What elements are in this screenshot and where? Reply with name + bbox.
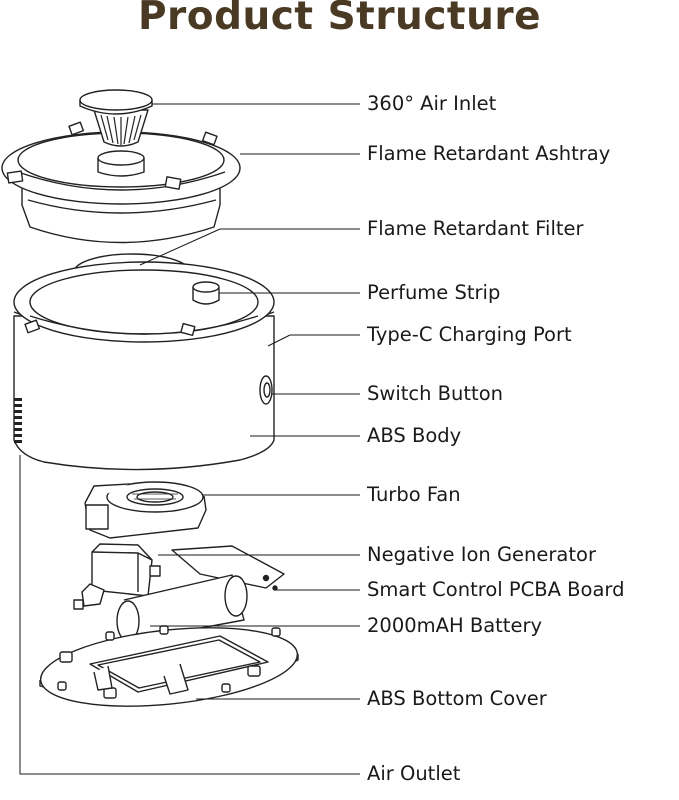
label-bottom-cover: ABS Bottom Cover [367, 687, 547, 710]
label-charging-port: Type-C Charging Port [367, 323, 572, 346]
abs-body [13, 261, 275, 471]
label-pcba-board: Smart Control PCBA Board [367, 578, 625, 601]
label-filter: Flame Retardant Filter [367, 217, 584, 240]
air-inlet-cap [79, 89, 153, 177]
label-abs-body: ABS Body [367, 424, 462, 447]
label-switch-button: Switch Button [367, 382, 503, 405]
negative-ion-generator [73, 543, 161, 610]
label-ion-generator: Negative Ion Generator [367, 543, 596, 566]
label-air-inlet: 360° Air Inlet [367, 92, 497, 115]
page-title: Product Structure [137, 0, 542, 39]
label-battery: 2000mAH Battery [367, 614, 542, 637]
pcba-board [171, 545, 285, 591]
label-turbo-fan: Turbo Fan [367, 483, 461, 506]
label-ashtray: Flame Retardant Ashtray [367, 142, 611, 165]
turbo-fan [84, 481, 207, 539]
bottom-cover [39, 625, 299, 707]
label-air-outlet: Air Outlet [367, 762, 461, 785]
label-perfume-strip: Perfume Strip [367, 281, 501, 304]
battery [116, 574, 248, 642]
